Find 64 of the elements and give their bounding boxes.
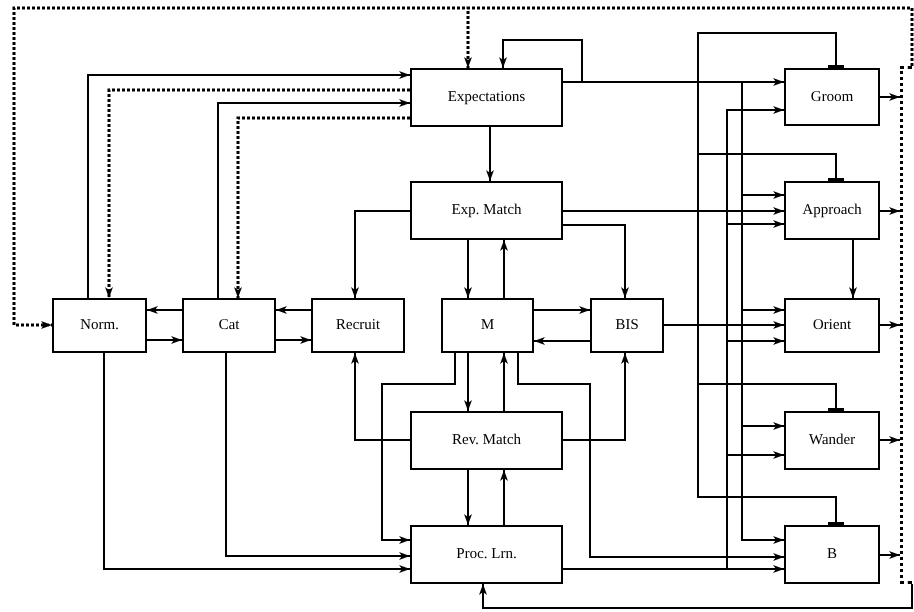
arrow [464,6,914,68]
arrow [880,321,900,329]
arrow [147,306,182,314]
box-label: Cat [218,317,240,334]
box-label: M [480,317,494,334]
process-box [441,298,534,353]
box-label: Groom [810,88,854,106]
arrow [517,353,784,561]
arrow [880,93,900,101]
arrow [464,353,472,411]
arrow [880,436,900,444]
arrow [103,353,410,573]
process-box [784,525,880,584]
arrow [534,306,590,314]
process-box [410,68,563,127]
process-box [784,68,880,126]
arrow [464,240,472,298]
arrow [499,39,583,83]
arrow [563,353,629,441]
arrow [563,224,629,298]
arrow [500,470,508,525]
arrow [486,127,494,181]
dashed-group-box [900,66,912,584]
arrow [351,353,410,441]
arrow [880,551,900,559]
arrow [351,210,410,298]
box-label: Approach [802,202,862,219]
arrow [381,353,456,544]
arrow [563,451,784,570]
arrow [225,353,410,560]
box-label: Exp. Match [452,202,522,219]
process-box [784,181,880,240]
process-box [410,181,563,240]
arrow [563,207,784,215]
arrow [500,240,508,298]
arrow [276,336,311,344]
arrow [479,584,913,609]
box-label: Rev. Match [452,432,521,449]
process-box [410,411,563,470]
box-label: Norm. [80,317,119,334]
process-box [784,411,880,470]
arrow [217,99,410,298]
box-label: Recruit [336,317,380,334]
arrow [534,337,590,345]
process-box [590,298,664,353]
process-box [410,525,563,584]
inhibition-line [664,324,844,527]
arrow [147,336,182,344]
process-box [182,298,276,353]
box-label: Proc. Lrn. [456,546,517,563]
box-label: B [826,546,837,563]
arrow [234,116,410,298]
box-label: BIS [615,317,639,334]
process-box [784,298,880,353]
box-label: Expectations [448,89,526,106]
box-label: Orient [812,317,852,334]
arrow [500,353,508,411]
process-box [52,298,147,353]
arrow [849,240,857,298]
arrow [880,207,900,215]
arrow [464,470,472,525]
process-box [311,298,405,353]
box-label: Wander [808,432,856,449]
arrow [276,306,311,314]
